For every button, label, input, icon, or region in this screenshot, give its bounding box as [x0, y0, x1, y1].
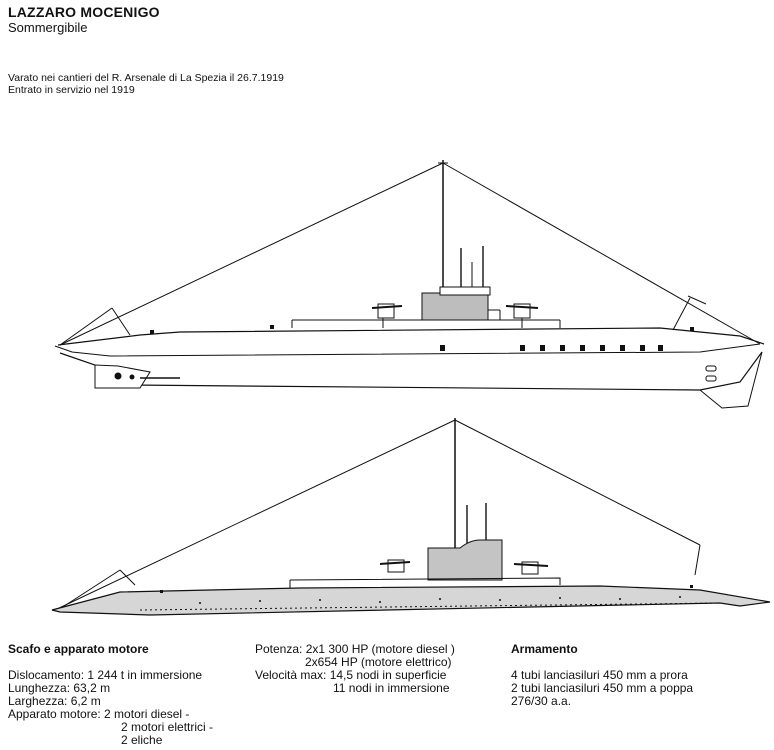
hull-beam: Larghezza: 6,2 m [8, 694, 101, 708]
power-line1: Potenza: 2x1 300 HP (motore diesel ) [255, 642, 455, 656]
hull-vents [150, 325, 694, 351]
hull-machinery-line2: 2 motori elettrici - [121, 720, 214, 734]
rudder [94, 364, 151, 389]
hull-machinery: Apparato motore: 2 motori diesel - [8, 707, 190, 721]
hull-machinery-line3: 2 eliche [121, 733, 163, 747]
armament-line3: 276/30 a.a. [511, 694, 572, 708]
conning-tower [421, 292, 489, 321]
conning-tower-lower [427, 539, 503, 581]
speed-line2: 11 nodi in immersione [333, 681, 450, 695]
launch-info: Varato nei cantieri del R. Arsenale di L… [8, 72, 284, 84]
antenna-wire-aft [442, 162, 761, 345]
side-profile-drawing [54, 160, 765, 409]
page-title: LAZZARO MOCENIGO [8, 4, 160, 20]
hull-outline-lower [51, 585, 771, 616]
armament-line1: 4 tubi lanciasiluri 450 mm a prora [511, 668, 688, 682]
deck-view-drawing [51, 418, 771, 616]
antenna-wire-fore-lower [54, 419, 456, 611]
hull-displacement: Dislocamento: 1 244 t in immersione [8, 668, 203, 682]
deck-gun-aft-lower [513, 561, 549, 575]
deck-gun-aft [505, 303, 539, 328]
antenna-wire-fore [59, 162, 444, 346]
hull-outline [59, 351, 763, 391]
speed-line1: Velocità max: 14,5 nodi in superficie [255, 668, 447, 682]
power-line2: 2x654 HP (motore elettrico) [305, 655, 452, 669]
deck-gun-fore-lower [379, 559, 411, 573]
page-subtitle: Sommergibile [8, 20, 88, 35]
armament-line2: 2 tubi lanciasiluri 450 mm a poppa [511, 681, 694, 695]
hull-heading: Scafo e apparato motore [8, 642, 149, 656]
hull-length: Lunghezza: 63,2 m [8, 681, 111, 695]
armament-heading: Armamento [511, 642, 578, 656]
service-info: Entrato in servizio nel 1919 [8, 84, 135, 96]
deck-gun-fore [371, 303, 403, 328]
submarine-drawings [51, 160, 771, 616]
